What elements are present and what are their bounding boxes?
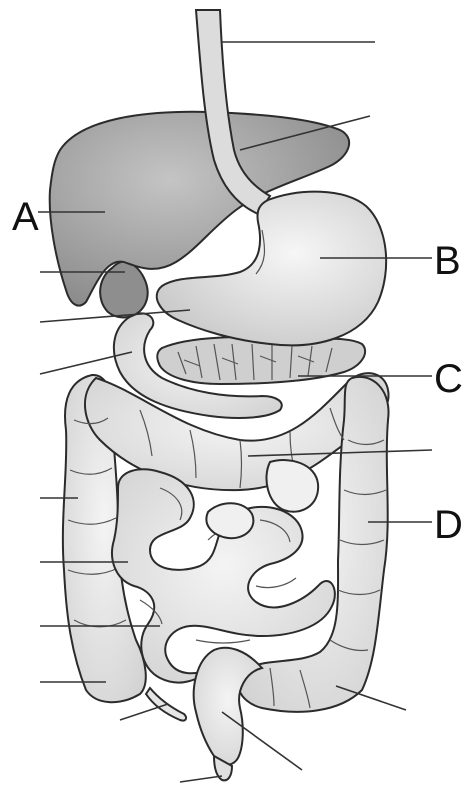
label-a: A <box>12 195 39 239</box>
label-c: C <box>434 357 463 401</box>
label-d: D <box>434 503 463 547</box>
gallbladder <box>100 261 147 317</box>
label-b: B <box>434 239 461 283</box>
pancreas <box>157 337 365 384</box>
rectum <box>194 648 262 781</box>
